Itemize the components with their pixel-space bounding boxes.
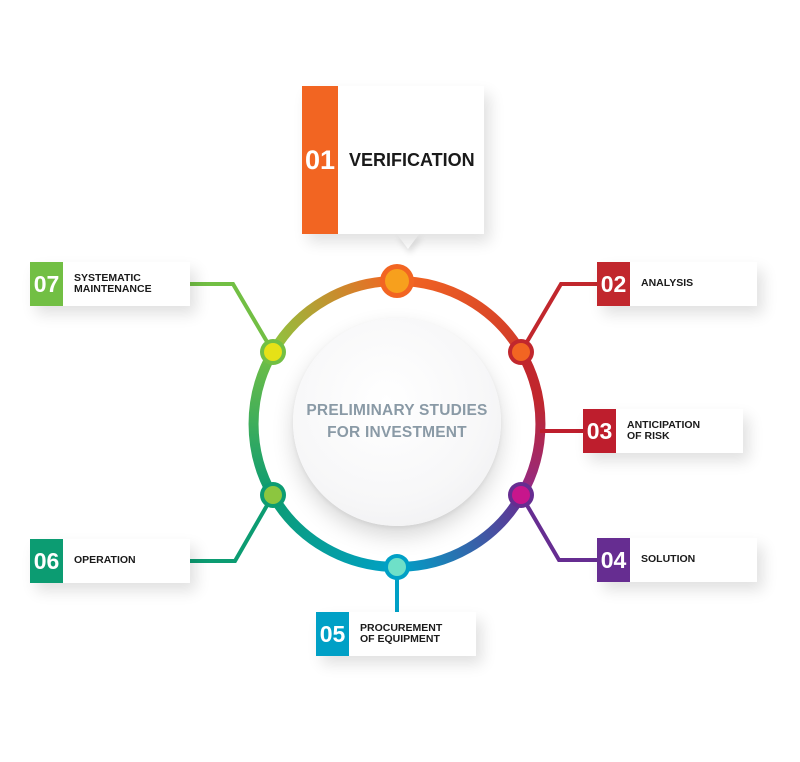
step-card-02: 02 ANALYSIS [597,262,757,306]
step-label-04: SOLUTION [630,554,701,565]
step-label-03: ANTICIPATION OF RISK [616,418,706,442]
step-number-04: 04 [597,538,630,582]
step-label-02: ANALYSIS [630,278,699,289]
step-label-07: SYSTEMATIC MAINTENANCE [63,271,158,295]
step-card-04: 04 SOLUTION [597,538,757,582]
step-number-07: 07 [30,262,63,306]
connector-04 [519,493,597,562]
step-card-06: 06 OPERATION [30,539,190,583]
step-number-06: 06 [30,539,63,583]
step-label-06: OPERATION [63,555,142,566]
step-number-05: 05 [316,612,349,656]
ring-arc-bottom-right [392,491,526,573]
step-label-03-line2: OF RISK [627,430,670,442]
ring [248,275,546,573]
center-title-line1: PRELIMINARY STUDIES [306,402,488,419]
step-number-01: 01 [302,86,338,234]
step-label-05-line2: OF EQUIPMENT [360,633,440,645]
step-label-01: VERIFICATION [338,149,481,170]
nodes [260,264,534,580]
connector-02 [519,282,597,354]
center-hub: PRELIMINARY STUDIES FOR INVESTMENT [293,318,501,526]
ring-arc-right [516,347,546,501]
node-06-inner [264,486,282,504]
step-label-04-line1: SOLUTION [641,553,696,566]
step-label-07-line2: MAINTENANCE [74,283,152,295]
node-04-inner [512,486,530,504]
connector-06 [190,494,275,563]
step-number-02: 02 [597,262,630,306]
ring-arc-bottom-left [268,491,402,573]
ring-arc-left [248,347,278,501]
step-card-03: 03 ANTICIPATION OF RISK [583,409,743,453]
step-label-01-line1: VERIFICATION [349,149,475,170]
step-card-05: 05 PROCUREMENT OF EQUIPMENT [316,612,476,656]
node-02-inner [512,343,530,361]
ring-arc-top-left [268,275,402,357]
step-card-01: 01 VERIFICATION [302,86,484,234]
step-label-02-line1: ANALYSIS [641,277,694,290]
connectors [190,282,597,612]
node-01-inner [385,269,409,293]
step-label-05-line1: PROCUREMENT [360,621,443,634]
step-card-07: 07 SYSTEMATIC MAINTENANCE [30,262,190,306]
connector-07 [190,282,275,354]
step-label-03-line1: ANTICIPATION [627,418,701,431]
step-number-03: 03 [583,409,616,453]
ring-arc-top-right [392,275,526,357]
step-label-07-line1: SYSTEMATIC [74,271,141,284]
step-label-06-line1: OPERATION [74,554,136,567]
step-label-05: PROCUREMENT OF EQUIPMENT [349,621,448,645]
node-07-inner [264,343,282,361]
center-title-line2: FOR INVESTMENT [327,424,467,441]
node-05-inner [388,558,406,576]
card-01-pointer [396,233,420,249]
